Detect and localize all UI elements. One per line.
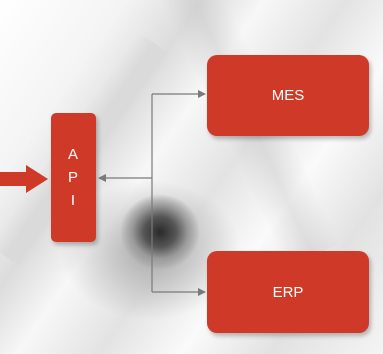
mes-label: MES [271, 87, 305, 104]
api-letter: P [67, 169, 79, 186]
erp-label: ERP [272, 283, 304, 301]
mes-box: MES [207, 55, 369, 136]
api-letter: A [67, 146, 79, 163]
incoming-arrow-icon [0, 165, 48, 193]
api-letter: I [70, 192, 77, 209]
erp-box: ERP [207, 251, 369, 333]
api-box: A P I [51, 113, 96, 242]
